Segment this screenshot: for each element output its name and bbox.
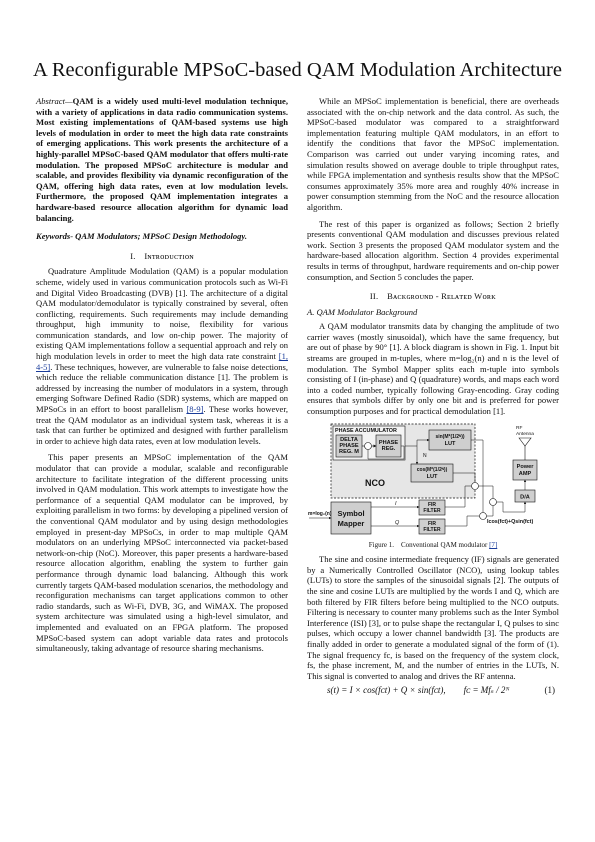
- figure-caption-text: Figure 1. Conventional QAM modulator: [368, 540, 490, 549]
- delta-phase-label-2: PHASE: [339, 443, 359, 449]
- phase-accumulator-label: PHASE ACCUMULATOR: [335, 428, 397, 434]
- sin-lut-label-1: sin(M*(1/2ᴺ)): [435, 434, 464, 440]
- power-amp-label-2: AMP: [519, 471, 532, 477]
- figure-caption: Figure 1. Conventional QAM modulator [7]: [307, 540, 559, 551]
- citation-link[interactable]: [1, 4-5]: [36, 351, 288, 372]
- symbol-mapper-box: [330, 501, 372, 534]
- intro-p1-text-c: . These works however, treat the QAM mod…: [36, 404, 288, 446]
- da-label: D/A: [520, 494, 530, 500]
- q-label: Q: [395, 520, 400, 526]
- antenna-icon: [518, 437, 532, 447]
- power-amp-box: [512, 459, 538, 480]
- cos-lut-label-1: cos(M*(1/2ᴺ)): [417, 467, 448, 473]
- power-amp-label-1: Power: [517, 464, 535, 470]
- intro-paragraph-3: While an MPSoC implementation is benefic…: [307, 96, 559, 212]
- section-heading-introduction: I. Iɴᴛʀᴏᴅᴜᴄᴛɪᴏɴ: [130, 250, 194, 261]
- summer: [489, 497, 497, 506]
- input-bits-label: m=log₂(n): [308, 511, 332, 517]
- section-heading-background: II. Bᴀᴄᴋɢʀᴏᴜɴᴅ - Rᴇʟᴀᴛᴇᴅ Wᴏʀᴋ: [369, 291, 497, 302]
- i-label: I: [395, 501, 397, 507]
- phase-reg-label-2: REG.: [382, 446, 396, 452]
- symbol-mapper-label-2: Mapper: [338, 519, 365, 528]
- sin-lut-label-2: LUT: [445, 441, 456, 447]
- delta-phase-label-3: REG. M: [339, 449, 359, 455]
- equation-body: s(t) = I × cos(fᴄt) + Q × sin(fᴄt), fᴄ =…: [327, 685, 510, 696]
- abstract-lead: Abstract—: [36, 96, 73, 106]
- rf-label-2: Antenna: [516, 431, 534, 437]
- citation-link[interactable]: [7]: [489, 540, 498, 549]
- right-column: While an MPSoC implementation is benefic…: [307, 96, 559, 699]
- intro-p1-text-b: . These techniques, however, are vulnera…: [36, 361, 288, 415]
- phase-adder: [364, 441, 372, 450]
- figure-qam-block-diagram: PHASE ACCUMULATOR DELTA PHASE REG. M PHA…: [307, 420, 559, 538]
- sin-lut-box: [428, 429, 472, 450]
- qam-diagram-svg: PHASE ACCUMULATOR DELTA PHASE REG. M PHA…: [308, 423, 538, 534]
- fir-filter-i-label-2: FILTER: [423, 508, 441, 514]
- intro-p1-text-a: Quadrature Amplitude Modulation (QAM) is…: [36, 266, 288, 362]
- fir-filter-q-label-2: FILTER: [423, 527, 441, 533]
- cos-multiplier: [471, 481, 479, 490]
- keywords: Keywords- QAM Modulators; MPSoC Design M…: [36, 231, 248, 242]
- cos-lut-label-2: LUT: [427, 474, 438, 480]
- paper-title: A Reconfigurable MPSoC-based QAM Modulat…: [33, 59, 562, 81]
- background-paragraph-2: The sine and cosine intermediate frequen…: [307, 554, 559, 681]
- abstract: Abstract—QAM is a widely used multi-leve…: [36, 96, 288, 223]
- equation-number: (1): [544, 685, 556, 696]
- symbol-mapper-label-1: Symbol: [337, 509, 364, 518]
- left-column: Abstract—QAM is a widely used multi-leve…: [36, 96, 288, 654]
- output-signal-label: Icos(fᴄt)+Qsin(fᴄt): [487, 519, 533, 525]
- sin-multiplier: [479, 511, 487, 520]
- fir-filter-q-label-1: FIR: [428, 521, 436, 527]
- background-paragraph-1: A QAM modulator transmits data by changi…: [307, 321, 559, 417]
- rf-label-1: RF: [516, 425, 522, 431]
- phase-reg-label-1: PHASE: [379, 440, 399, 446]
- subsection-heading-qam: A. QAM Modulator Background: [307, 306, 418, 317]
- intro-paragraph-1: Quadrature Amplitude Modulation (QAM) is…: [36, 266, 288, 446]
- nco-label: NCO: [365, 478, 385, 488]
- delta-phase-label-1: DELTA: [340, 437, 358, 443]
- abstract-body: QAM is a widely used multi-level modulat…: [36, 96, 288, 223]
- fir-filter-i-label-1: FIR: [428, 502, 436, 508]
- intro-paragraph-4: The rest of this paper is organized as f…: [307, 218, 559, 282]
- citation-link[interactable]: [8-9]: [186, 404, 204, 415]
- n-label: N: [423, 453, 427, 459]
- equation-1: s(t) = I × cos(fᴄt) + Q × sin(fᴄt), fᴄ =…: [307, 683, 559, 699]
- intro-paragraph-2: This paper presents an MPSoC implementat…: [36, 452, 288, 654]
